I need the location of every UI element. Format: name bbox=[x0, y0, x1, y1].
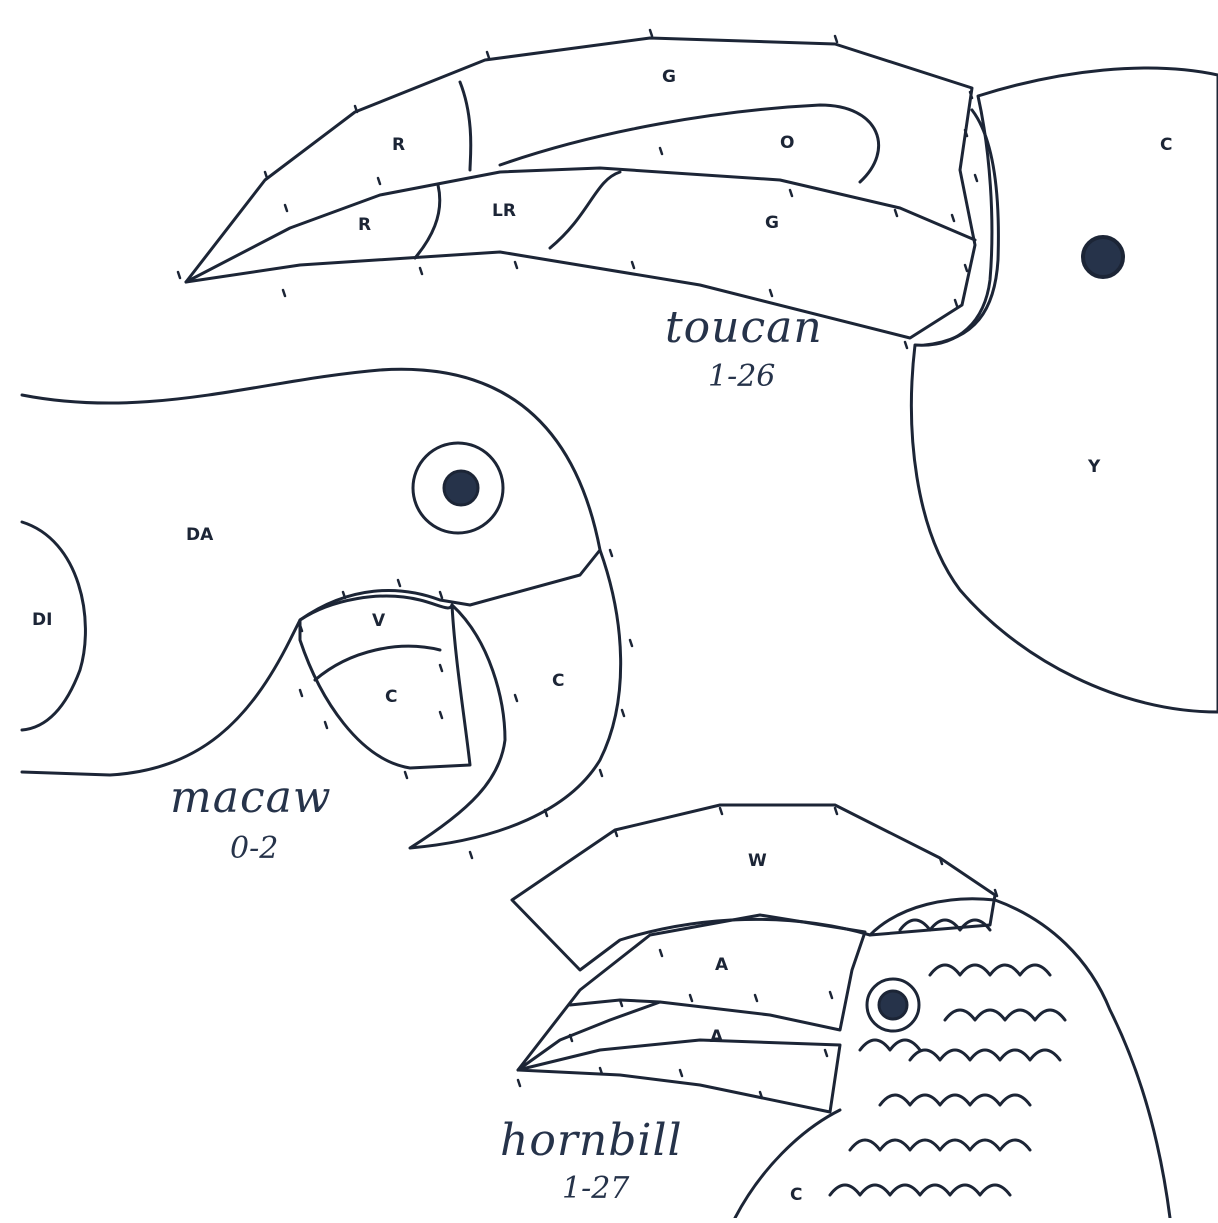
toucan-code-2: R bbox=[392, 135, 405, 155]
hornbill-neck-outline bbox=[735, 1110, 840, 1218]
guide-tick bbox=[515, 695, 517, 701]
guide-tick bbox=[285, 205, 287, 211]
toucan-code-7: C bbox=[1160, 135, 1172, 155]
macaw-code-5: C bbox=[552, 671, 564, 691]
guide-tick bbox=[680, 1070, 682, 1076]
guide-tick bbox=[835, 36, 837, 42]
toucan-bill-divider-1 bbox=[460, 82, 471, 170]
toucan-bill-outline bbox=[186, 38, 975, 338]
guide-tick bbox=[830, 992, 832, 998]
guide-tick bbox=[835, 808, 837, 814]
hornbill-code-1: W bbox=[748, 851, 767, 871]
toucan-label: toucan bbox=[665, 302, 823, 353]
hornbill-label: hornbill bbox=[500, 1115, 683, 1166]
guide-tick bbox=[955, 300, 957, 306]
guide-tick bbox=[325, 722, 327, 728]
hornbill-head-outline bbox=[870, 899, 1170, 1218]
hornbill-code-2: A bbox=[715, 955, 729, 975]
guide-tick bbox=[770, 290, 772, 296]
guide-tick bbox=[265, 172, 267, 178]
hornbill-plate-number: 1-27 bbox=[562, 1171, 630, 1206]
guide-tick bbox=[790, 190, 792, 196]
macaw-code-3: V bbox=[372, 611, 386, 631]
guide-tick bbox=[487, 52, 489, 58]
guide-tick bbox=[378, 178, 380, 184]
guide-tick bbox=[470, 852, 472, 858]
toucan-plate-number: 1-26 bbox=[708, 359, 775, 394]
guide-tick bbox=[975, 175, 977, 181]
guide-tick bbox=[965, 265, 967, 271]
hornbill-casque bbox=[512, 805, 995, 970]
guide-tick bbox=[600, 770, 602, 776]
macaw-label: macaw bbox=[170, 772, 332, 823]
guide-tick bbox=[650, 30, 652, 36]
toucan-bill-divider-3 bbox=[550, 172, 620, 248]
guide-tick bbox=[405, 772, 407, 778]
toucan-code-5: LR bbox=[492, 201, 516, 221]
hornbill-eye bbox=[879, 991, 907, 1019]
guide-tick bbox=[178, 272, 180, 278]
guide-tick bbox=[720, 808, 722, 814]
guide-tick bbox=[660, 950, 662, 956]
toucan-code-6: G bbox=[765, 213, 779, 233]
toucan-eye bbox=[1083, 237, 1123, 277]
toucan-bill-divider-2 bbox=[415, 185, 440, 258]
hornbill-feathers bbox=[830, 920, 1065, 1195]
macaw-drawing: DA DI V C C macaw 0-2 bbox=[22, 369, 621, 866]
macaw-code-2: DI bbox=[32, 610, 52, 630]
hornbill-code-4: C bbox=[790, 1185, 802, 1205]
macaw-code-1: DA bbox=[186, 525, 214, 545]
hornbill-drawing: W A A C hornbill 1-27 bbox=[500, 805, 1170, 1218]
macaw-eye bbox=[444, 471, 478, 505]
guide-tick bbox=[420, 268, 422, 274]
guide-tick bbox=[630, 640, 632, 646]
toucan-face-edge bbox=[925, 110, 998, 345]
toucan-code-1: G bbox=[662, 67, 676, 87]
macaw-head-outline bbox=[22, 369, 600, 775]
guide-tick bbox=[895, 210, 897, 216]
guide-tick bbox=[283, 290, 285, 296]
toucan-head-outline bbox=[911, 68, 1218, 712]
guide-tick bbox=[755, 995, 757, 1001]
guide-tick bbox=[905, 342, 907, 348]
toucan-code-3: O bbox=[780, 133, 794, 153]
guide-tick bbox=[440, 592, 442, 598]
guide-tick bbox=[440, 665, 442, 671]
guide-tick bbox=[610, 550, 612, 556]
hornbill-upper-bill bbox=[518, 915, 865, 1070]
macaw-plate-number: 0-2 bbox=[230, 831, 278, 866]
hornbill-lower-bill bbox=[518, 1040, 840, 1112]
guide-tick bbox=[440, 712, 442, 718]
guide-tick bbox=[660, 148, 662, 154]
hornbill-code-3: A bbox=[710, 1027, 724, 1047]
toucan-code-4: R bbox=[358, 215, 371, 235]
macaw-mandible-line bbox=[315, 646, 440, 680]
guide-tick bbox=[518, 1080, 520, 1086]
hornbill-bill-seam bbox=[570, 1000, 660, 1005]
guide-tick bbox=[622, 710, 624, 716]
guide-tick bbox=[690, 995, 692, 1001]
guide-tick bbox=[952, 215, 954, 221]
guide-tick bbox=[515, 262, 517, 268]
toucan-code-8: Y bbox=[1087, 457, 1101, 477]
guide-tick bbox=[825, 1050, 827, 1056]
guide-tick bbox=[300, 690, 302, 696]
guide-tick bbox=[398, 580, 400, 586]
macaw-code-4: C bbox=[385, 687, 397, 707]
guide-tick bbox=[632, 262, 634, 268]
